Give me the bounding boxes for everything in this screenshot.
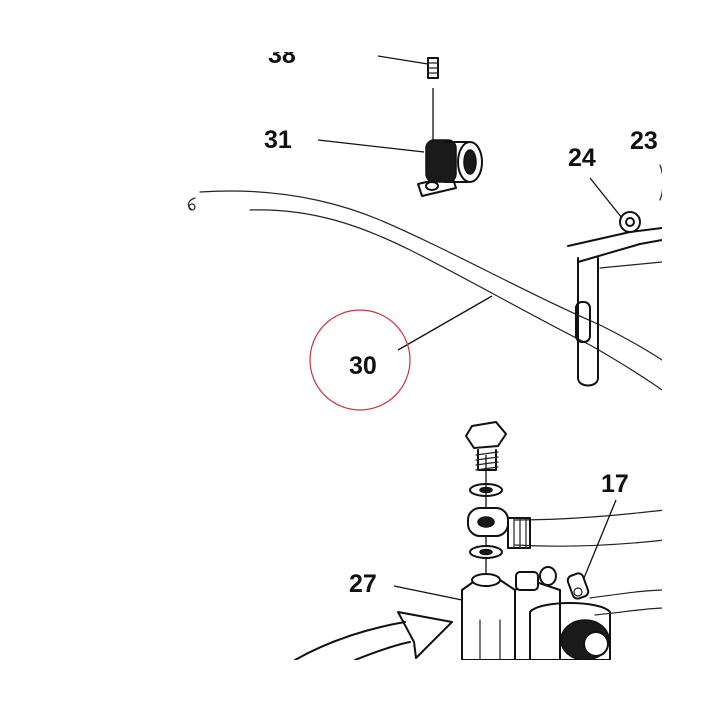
callout-27: 27 <box>349 570 377 598</box>
highlight-circle <box>309 309 411 411</box>
callout-31: 31 <box>264 126 292 154</box>
part-17-hose <box>507 509 666 616</box>
bottom-crop-mask <box>0 660 720 720</box>
callout-24: 24 <box>568 144 596 172</box>
part-24-bracket <box>567 164 664 387</box>
right-crop-mask <box>662 0 720 720</box>
leader-top <box>377 55 429 65</box>
direction-arrow-icon <box>294 611 453 661</box>
leader-31 <box>317 139 425 153</box>
leader-30 <box>397 295 493 351</box>
part-31-clamp <box>417 57 483 197</box>
hose-end-icon <box>188 203 196 211</box>
callout-17: 17 <box>601 470 629 498</box>
part-30-hose <box>187 190 666 393</box>
crop-mask <box>260 30 340 52</box>
callout-30: 30 <box>349 352 377 380</box>
part-27-cylinder <box>461 420 611 661</box>
callout-23: 23 <box>630 127 658 155</box>
leader-27 <box>393 585 463 601</box>
leader-17 <box>583 499 617 579</box>
leader-24 <box>589 177 623 219</box>
